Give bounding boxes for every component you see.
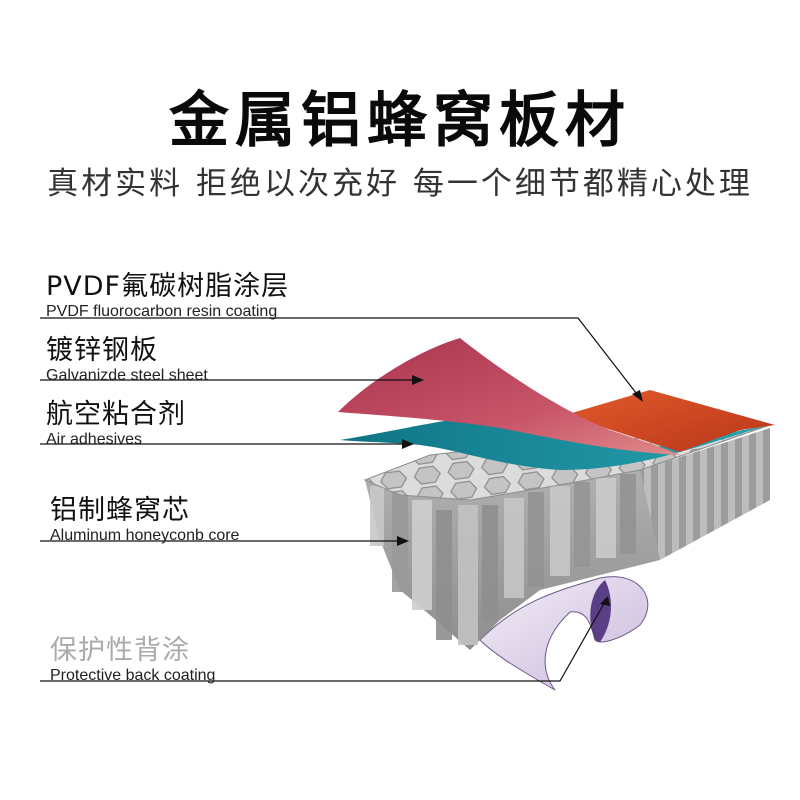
label-air-adhesive-zh: 航空粘合剂 bbox=[46, 392, 186, 431]
label-galvanized-steel-zh: 镀锌钢板 bbox=[46, 328, 208, 367]
label-air-adhesive: 航空粘合剂 Air adhesives bbox=[46, 392, 186, 449]
label-pvdf-coating-zh: PVDF氟碳树脂涂层 bbox=[46, 264, 289, 303]
label-honeycomb-core: 铝制蜂窝芯 Aluminum honeyconb core bbox=[50, 488, 239, 545]
label-back-coating-en: Protective back coating bbox=[50, 667, 215, 685]
label-back-coating-zh: 保护性背涂 bbox=[50, 628, 215, 667]
label-honeycomb-core-zh: 铝制蜂窝芯 bbox=[50, 488, 239, 527]
label-air-adhesive-en: Air adhesives bbox=[46, 431, 186, 449]
label-galvanized-steel-en: Galvanizde steel sheet bbox=[46, 367, 208, 385]
label-pvdf-coating-en: PVDF fluorocarbon resin coating bbox=[46, 303, 289, 321]
label-pvdf-coating: PVDF氟碳树脂涂层 PVDF fluorocarbon resin coati… bbox=[46, 264, 289, 321]
label-galvanized-steel: 镀锌钢板 Galvanizde steel sheet bbox=[46, 328, 208, 385]
label-back-coating: 保护性背涂 Protective back coating bbox=[50, 628, 215, 685]
label-honeycomb-core-en: Aluminum honeyconb core bbox=[50, 527, 239, 545]
